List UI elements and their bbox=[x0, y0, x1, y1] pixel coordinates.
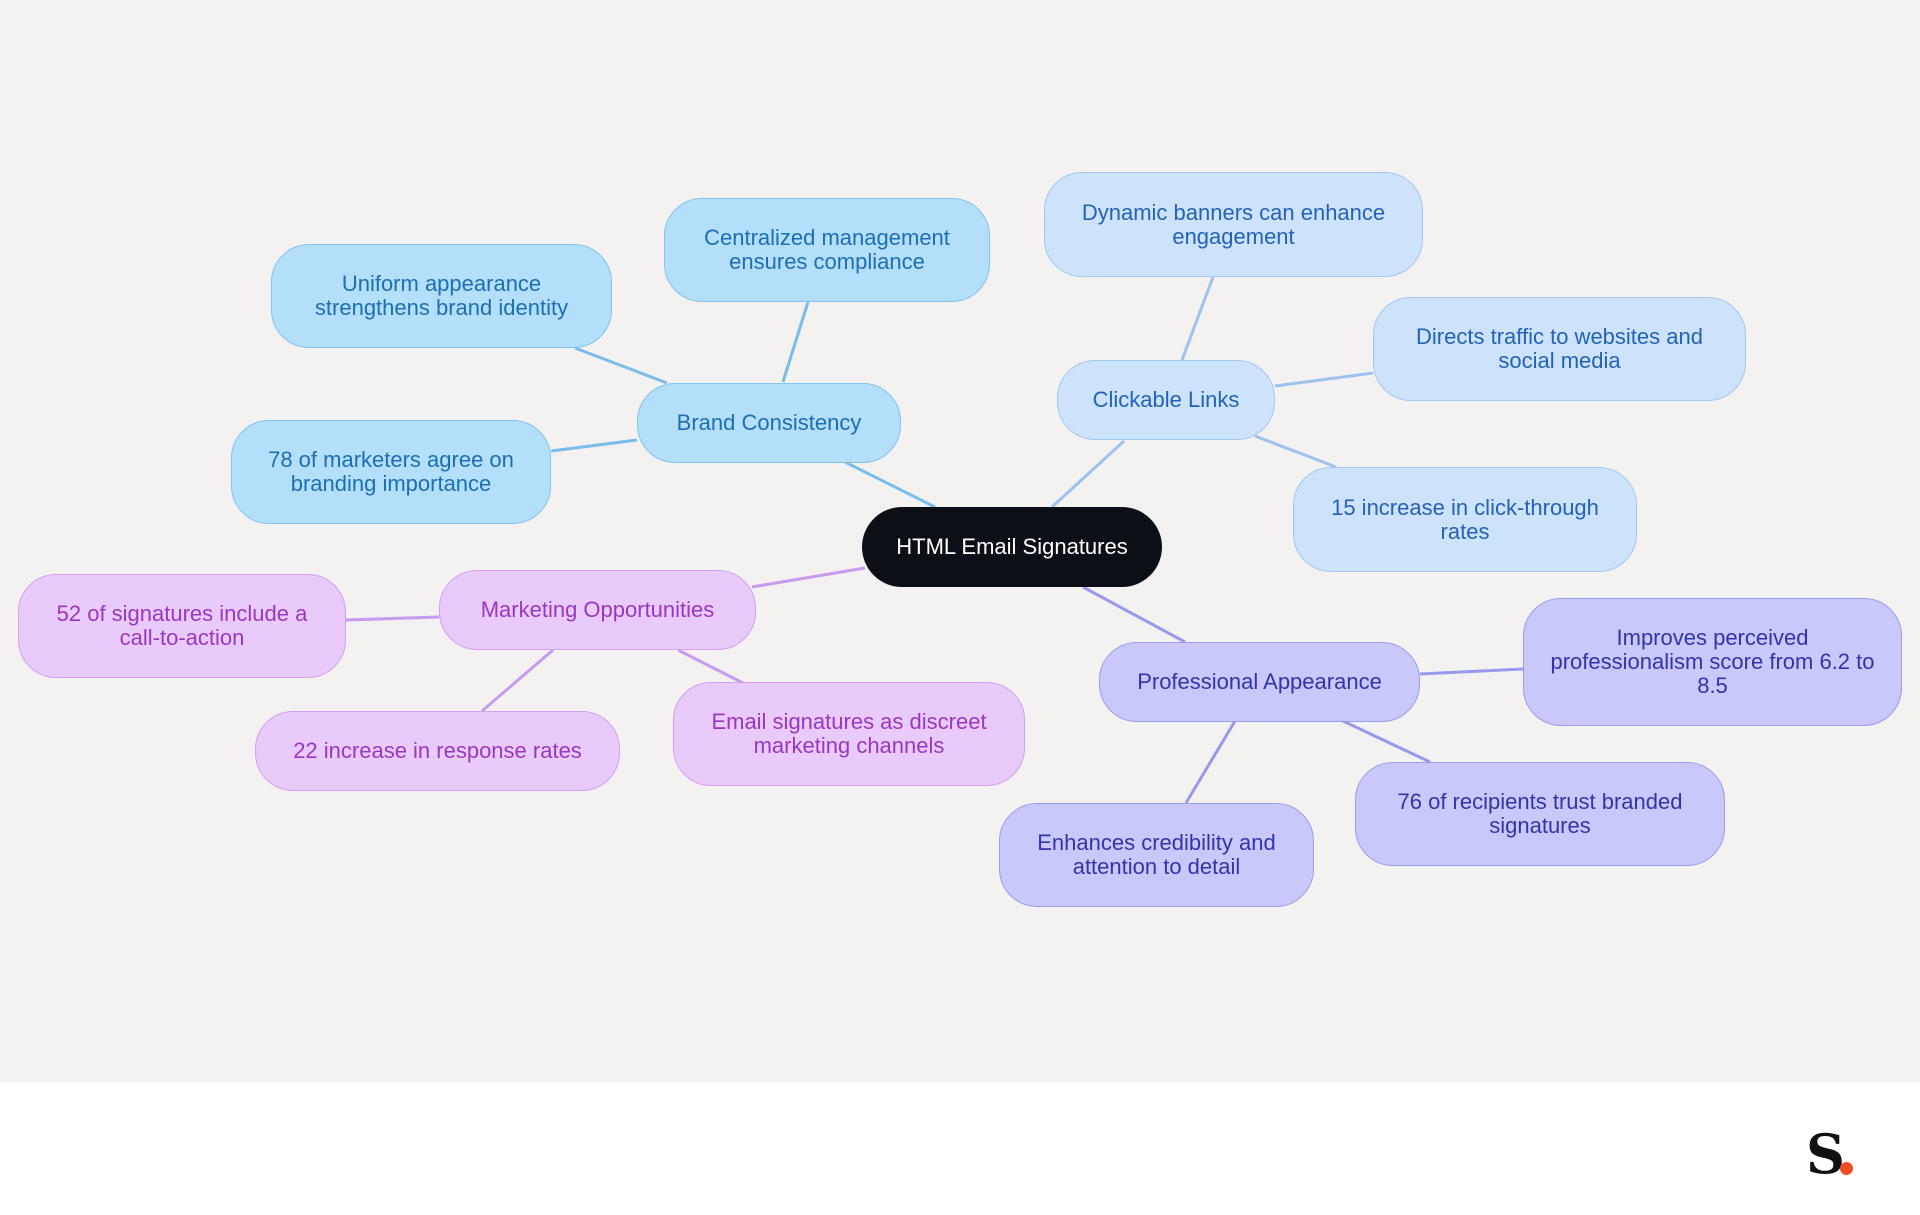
edge-brand-uniform bbox=[574, 346, 668, 385]
leaf-15-increase[interactable]: 15 increase in click-through rates bbox=[1293, 467, 1637, 572]
leaf-78-marketers[interactable]: 78 of marketers agree on branding import… bbox=[231, 420, 551, 524]
leaf-dynamic-banners[interactable]: Dynamic banners can enhance engagement bbox=[1044, 172, 1423, 277]
logo-dot-icon bbox=[1840, 1162, 1853, 1175]
root-node[interactable]: HTML Email Signatures bbox=[862, 507, 1162, 587]
branch-marketing-opportunities[interactable]: Marketing Opportunities bbox=[439, 570, 756, 650]
edge-professional-enhances bbox=[1184, 720, 1237, 804]
branch-clickable-links[interactable]: Clickable Links bbox=[1057, 360, 1275, 440]
edge-root-brand bbox=[844, 460, 936, 509]
brand-logo: S bbox=[1806, 1122, 1845, 1186]
edge-professional-improves bbox=[1419, 667, 1524, 676]
branch-brand-consistency[interactable]: Brand Consistency bbox=[637, 383, 901, 463]
mindmap-canvas: HTML Email Signatures Brand Consistency … bbox=[0, 0, 1920, 1082]
edge-links-15 bbox=[1254, 434, 1337, 469]
leaf-uniform-appearance[interactable]: Uniform appearance strengthens brand ide… bbox=[271, 244, 612, 348]
leaf-centralized-management[interactable]: Centralized management ensures complianc… bbox=[664, 198, 990, 302]
edge-marketing-email bbox=[677, 648, 746, 686]
edge-links-dynamic bbox=[1180, 276, 1215, 361]
leaf-email-signatures-channels[interactable]: Email signatures as discreet marketing c… bbox=[673, 682, 1025, 786]
edge-root-marketing bbox=[751, 566, 866, 589]
edge-professional-76 bbox=[1342, 719, 1431, 764]
leaf-improves-professionalism[interactable]: Improves perceived professionalism score… bbox=[1523, 598, 1902, 726]
edge-brand-78 bbox=[550, 438, 638, 453]
footer-bar bbox=[0, 1082, 1920, 1215]
leaf-76-recipients[interactable]: 76 of recipients trust branded signature… bbox=[1355, 762, 1725, 866]
leaf-22-increase[interactable]: 22 increase in response rates bbox=[255, 711, 620, 791]
edge-root-professional bbox=[1082, 585, 1186, 644]
edge-marketing-22 bbox=[481, 648, 554, 713]
edge-brand-centralized bbox=[781, 301, 810, 383]
connector-lines bbox=[345, 276, 1524, 804]
edge-root-links bbox=[1050, 439, 1126, 509]
leaf-directs-traffic[interactable]: Directs traffic to websites and social m… bbox=[1373, 297, 1746, 401]
branch-professional-appearance[interactable]: Professional Appearance bbox=[1099, 642, 1420, 722]
edge-marketing-52 bbox=[345, 615, 440, 622]
edge-links-directs bbox=[1274, 371, 1374, 388]
leaf-52-signatures[interactable]: 52 of signatures include a call-to-actio… bbox=[18, 574, 346, 678]
leaf-enhances-credibility[interactable]: Enhances credibility and attention to de… bbox=[999, 803, 1314, 907]
